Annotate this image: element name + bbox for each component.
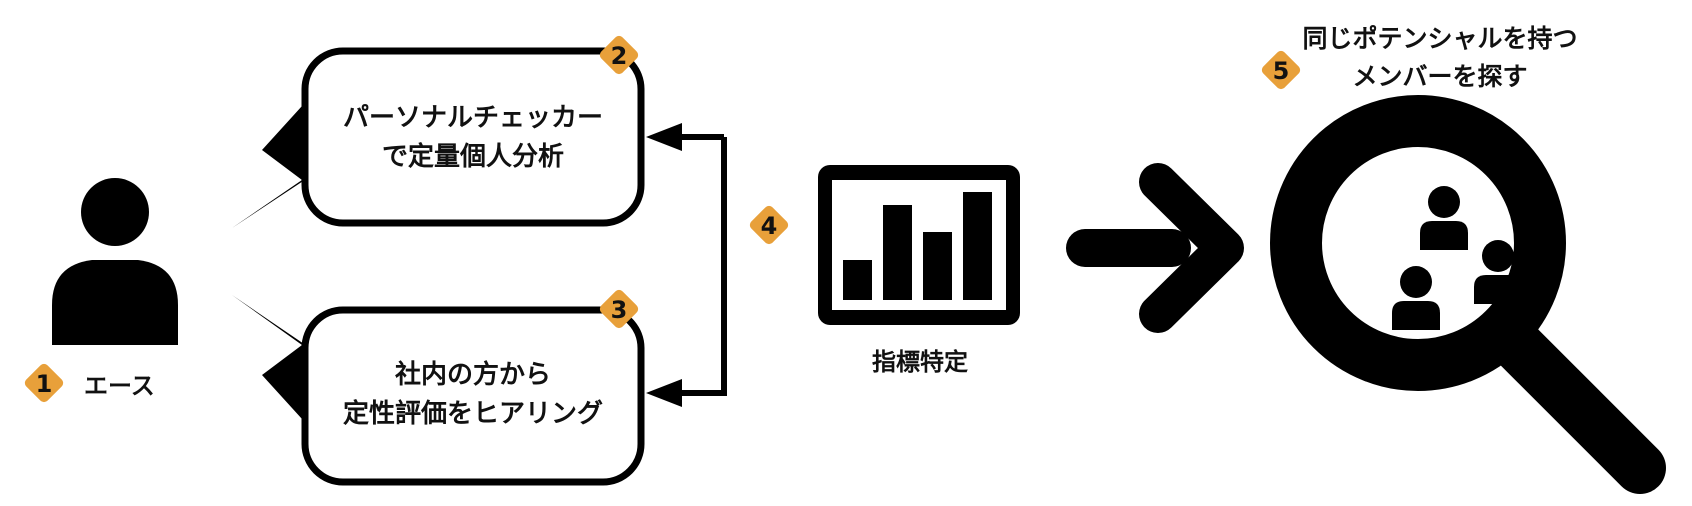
search-line-1: 同じポテンシャルを持つ — [1302, 24, 1577, 53]
hearing-line-2: 定性評価をヒアリング — [343, 398, 603, 429]
checker-bubble: パーソナルチェッカー で定量個人分析 — [301, 47, 645, 227]
hearing-bubble: 社内の方から 定性評価をヒアリング — [301, 306, 645, 486]
member-icon — [1392, 266, 1440, 330]
hearing-line-1: 社内の方から — [395, 359, 551, 390]
person-icon — [52, 178, 178, 345]
speech-bubble-icon — [232, 95, 335, 430]
search-line-2: メンバーを探す — [1352, 62, 1527, 91]
step-1-number: 1 — [36, 370, 53, 398]
step-3-number: 3 — [611, 296, 628, 324]
ace-label: エース — [84, 372, 155, 400]
bar-chart-icon — [818, 165, 1020, 325]
checker-line-1: パーソナルチェッカー — [343, 103, 603, 133]
step-1-badge: 1 — [24, 363, 64, 403]
checker-line-2: で定量個人分析 — [382, 141, 564, 172]
step-3-badge: 3 — [599, 289, 639, 329]
feedback-arrows — [646, 123, 727, 407]
step-4-badge: 4 — [749, 205, 789, 245]
member-icon — [1420, 186, 1468, 250]
people-group-icon — [1392, 186, 1522, 330]
step-5-badge: 5 — [1261, 50, 1301, 90]
step-2-number: 2 — [611, 42, 628, 70]
step-2-badge: 2 — [599, 35, 639, 75]
indicator-label: 指標特定 — [872, 348, 968, 376]
step-5-number: 5 — [1273, 57, 1290, 85]
step-4-number: 4 — [761, 212, 778, 240]
chevron-arrow-icon — [1066, 163, 1244, 333]
member-icon — [1474, 240, 1522, 304]
magnifier-icon — [1270, 95, 1666, 494]
